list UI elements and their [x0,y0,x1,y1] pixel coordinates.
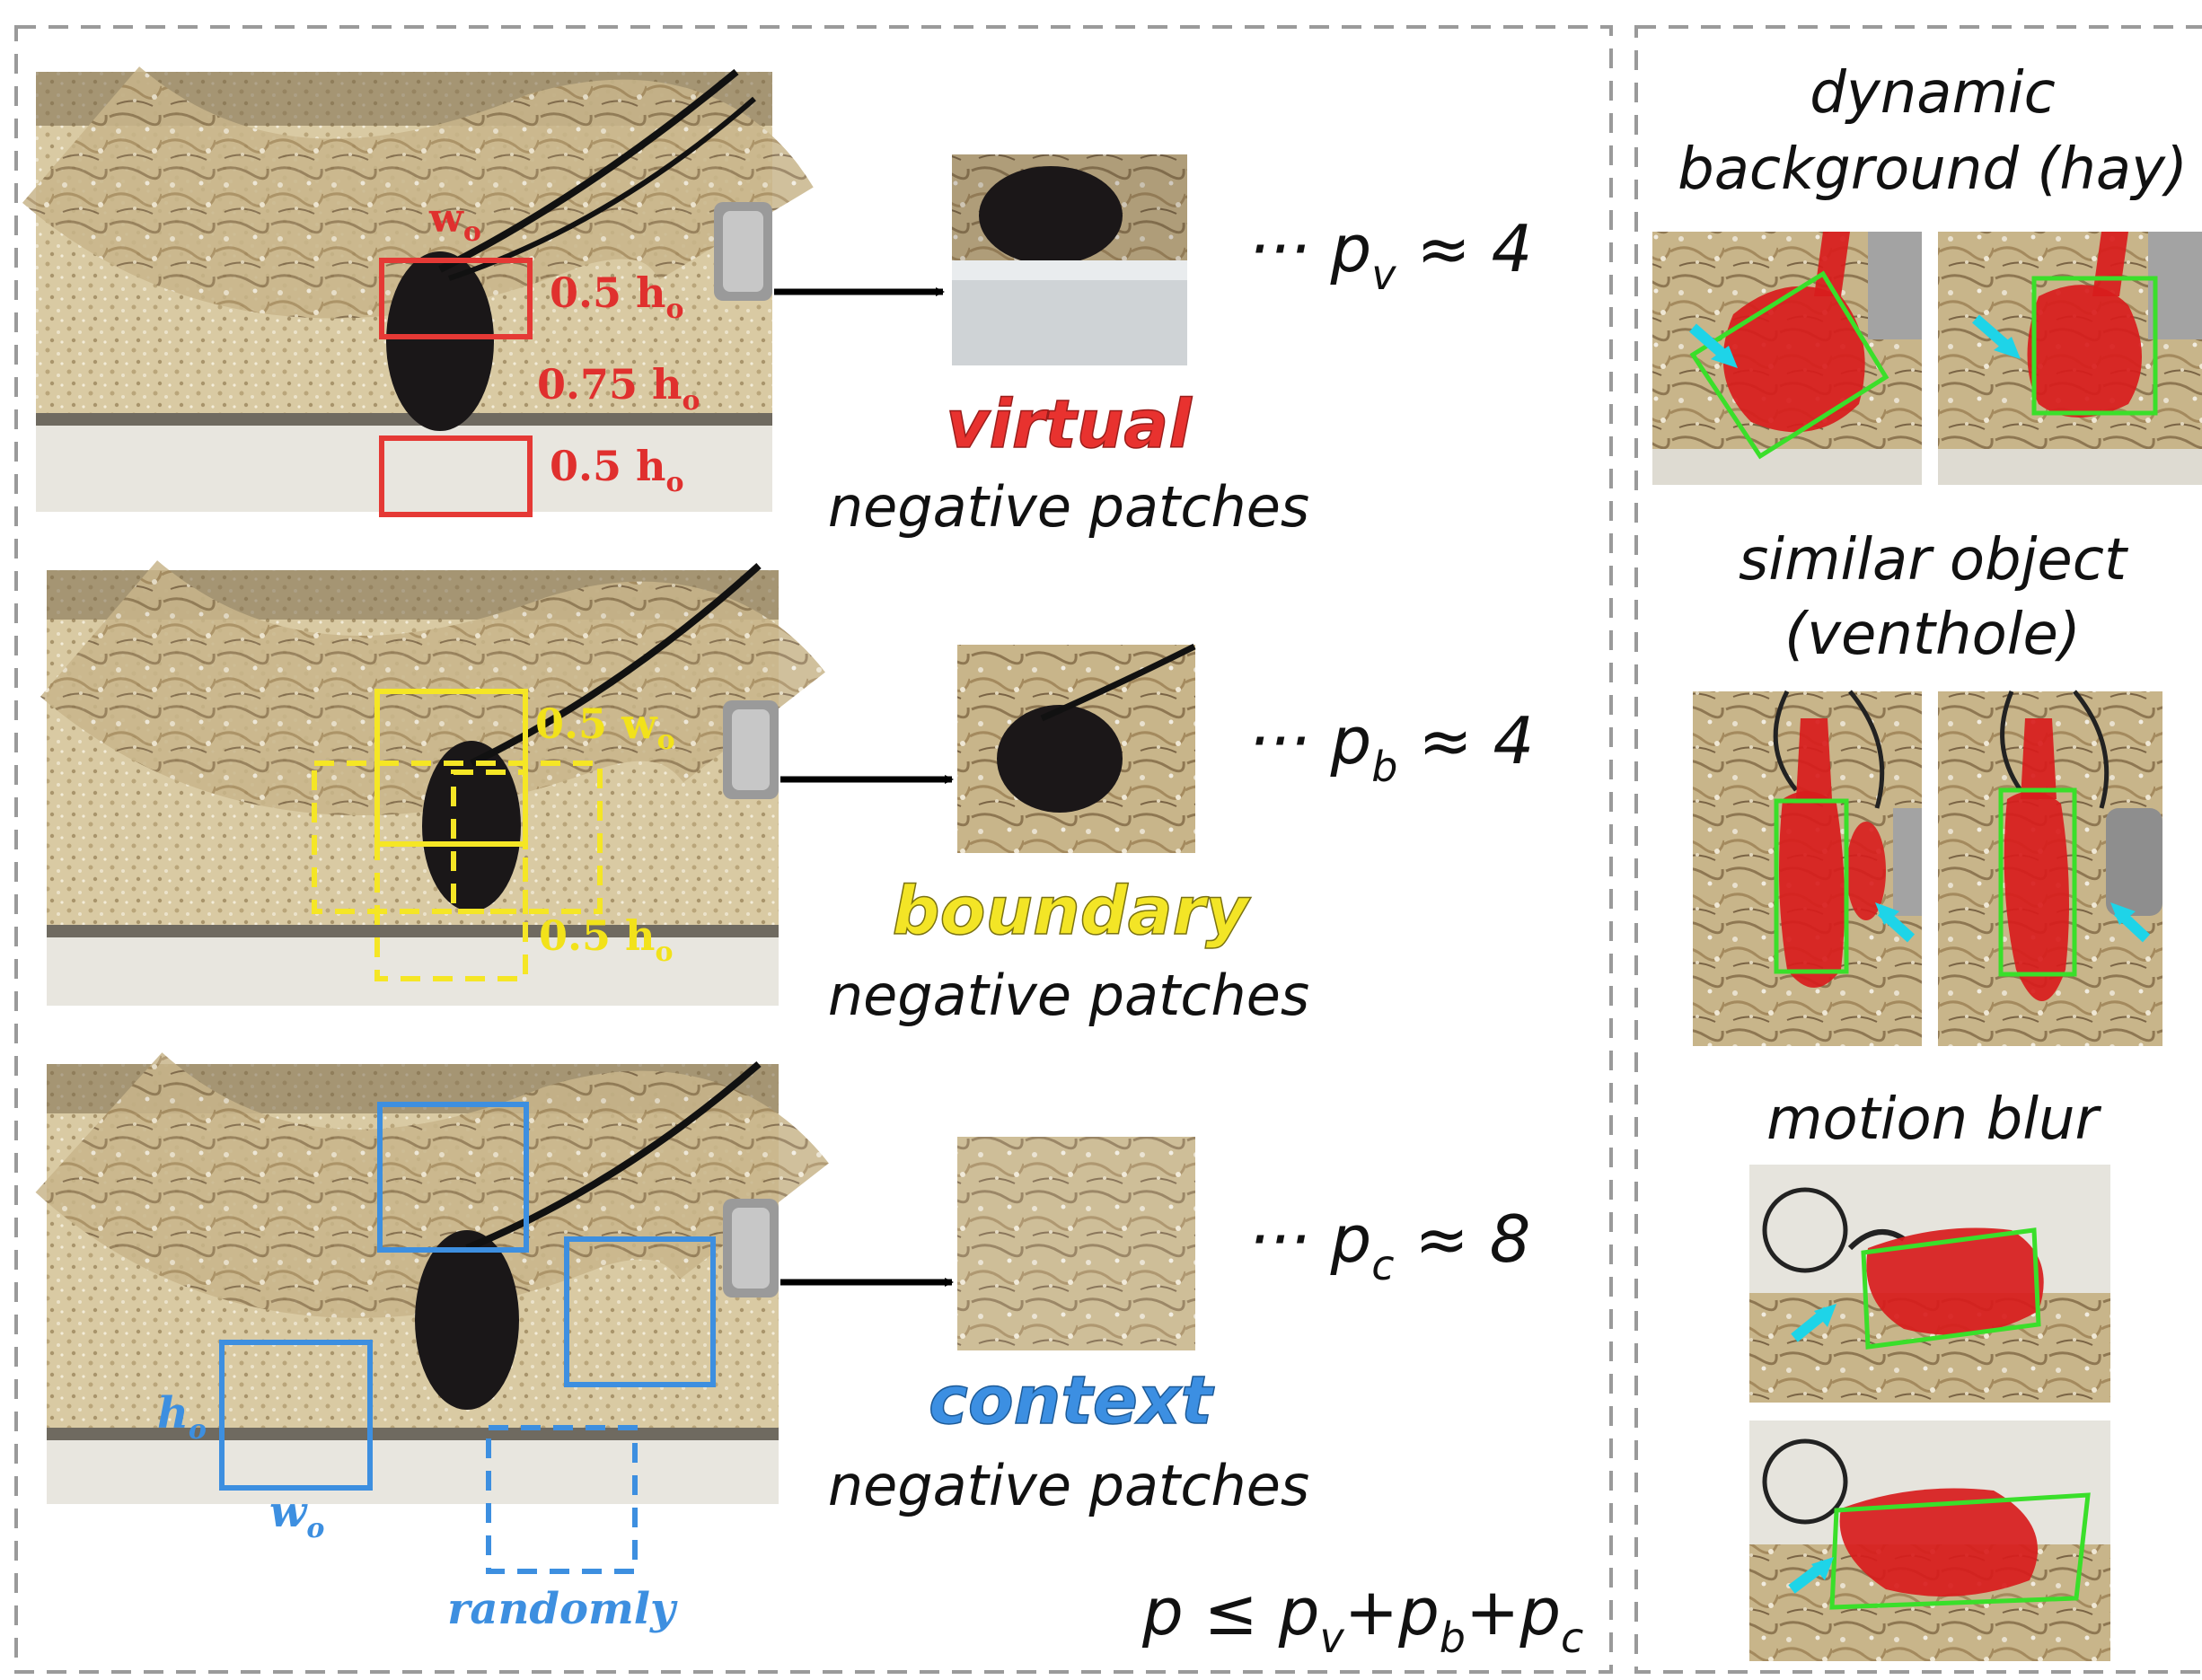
svg-text:0.75 ho: 0.75 ho [537,360,700,417]
virtual-object-box [379,258,533,339]
patch-context [957,1137,1195,1350]
blur-title: motion blur [1766,1086,2101,1153]
ann-05wo: 0.5 w [535,699,658,748]
cage-photo-virtual: wo 0.5 ho 0.75 ho 0.5 ho [22,65,814,517]
ann-05ho-2: 0.5 h [550,442,666,490]
row-context: ho wo randomly ··· pc ≈ 8 context negati… [35,1051,1530,1634]
similar-example-2 [1938,690,2162,1046]
row-virtual: wo 0.5 ho 0.75 ho 0.5 ho ··· pv ≈ 4 virt… [22,65,1532,540]
caption-virtual: negative patches [828,474,1309,540]
similar-bbox-2 [1998,787,2077,977]
formula-boundary-approx: ≈ 4 [1397,703,1534,778]
keyword-boundary: boundary [893,873,1252,950]
keyword-context: context [929,1362,1215,1439]
context-patch-left [219,1340,373,1491]
svg-text:0.5 ho: 0.5 ho [539,911,674,968]
row-boundary: 0.5 wo 0.5 ho ··· pb ≈ 4 boundary negati… [40,559,1534,1028]
blur-example-2 [1749,1421,2110,1661]
svg-text:ho: ho [157,1388,207,1446]
formula-boundary: ··· p [1248,703,1371,778]
ann-075ho: 0.75 h [537,360,683,409]
ann-05ho-2-sub: o [666,467,684,498]
caption-context: negative patches [828,1453,1309,1518]
caption-boundary: negative patches [828,963,1309,1028]
svg-text:0.5 ho: 0.5 ho [550,442,684,498]
boundary-patch-h [312,761,603,914]
ann-ho-c-sub: o [189,1414,207,1446]
formula-virtual-sub: v [1371,251,1396,299]
ann-075ho-sub: o [683,385,700,417]
ann-wo: w [428,196,464,242]
right-panel-border [1634,25,2202,1674]
similar-title-1: similar object [1739,527,2129,594]
dynamic-title-2: background (hay) [1678,136,2188,203]
patch-boundary [957,643,1196,853]
dynamic-bbox-1 [1689,270,1889,460]
dynamic-title-1: dynamic [1810,60,2056,127]
context-patch-random [486,1425,638,1574]
ann-05wo-sub: o [657,725,675,756]
ann-wo-c-sub: o [306,1513,324,1544]
keyword-virtual: virtual [946,386,1193,463]
ann-05ho: 0.5 h [550,268,666,317]
blur-bbox-2 [1829,1492,2091,1610]
formula-context-sub: c [1371,1241,1394,1289]
svg-text:··· pb ≈ 4: ··· pb ≈ 4 [1248,703,1534,791]
svg-text:wo: wo [269,1487,324,1544]
cage-photo-boundary: 0.5 wo 0.5 ho [40,559,825,1006]
ann-ho-c: h [157,1388,189,1438]
similar-example-1 [1693,690,1922,1046]
svg-text:0.5 wo: 0.5 wo [535,699,675,756]
context-patch-top [377,1102,529,1253]
formula-context: ··· p [1248,1201,1371,1277]
context-patch-right [564,1236,716,1387]
dynamic-example-2 [1938,232,2202,485]
boundary-patch-v [374,841,528,981]
patch-virtual [952,154,1187,365]
formula-virtual-approx: ≈ 4 [1396,211,1532,286]
svg-text:0.5 ho: 0.5 ho [550,268,684,325]
svg-text:··· pv ≈ 4: ··· pv ≈ 4 [1248,211,1532,299]
dynamic-example-1 [1652,232,1922,485]
ann-05ho-sub: o [666,294,684,325]
blur-example-1 [1749,1165,2110,1403]
svg-text:··· pc ≈ 8: ··· pc ≈ 8 [1248,1201,1530,1289]
formula-context-approx: ≈ 8 [1395,1201,1531,1277]
total-formula: p ≤ pv+pb+pc [1141,1574,1583,1662]
ann-wo-sub: o [463,216,481,248]
left-panel-border [14,25,1613,1674]
svg-text:wo: wo [428,196,481,248]
formula-boundary-sub: b [1371,743,1397,791]
dynamic-bbox-2 [2031,276,2158,416]
formula-virtual: ··· p [1248,211,1371,286]
similar-title-2: (venthole) [1784,602,2081,668]
ann-wo-c: w [269,1487,308,1537]
ann-05ho-b: 0.5 h [539,911,656,960]
blur-bbox-1 [1861,1227,2041,1350]
similar-bbox-1 [1774,798,1849,974]
cage-photo-context: ho wo randomly [35,1051,829,1634]
virtual-patch-box [379,435,533,517]
right-panel: dynamic background (hay) similar object … [1652,60,2202,1661]
ann-randomly: randomly [447,1584,678,1634]
ann-05ho-b-sub: o [656,937,674,968]
